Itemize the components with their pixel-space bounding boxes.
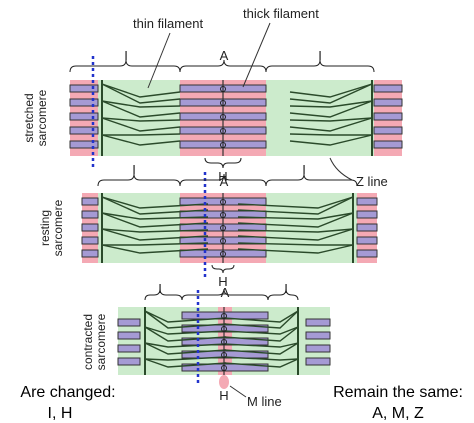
thin-filaments bbox=[101, 83, 373, 146]
side-label-line1: contracted bbox=[81, 314, 95, 370]
m-dots bbox=[220, 86, 226, 148]
m-dots bbox=[220, 199, 226, 257]
h-zone-marker bbox=[219, 375, 229, 389]
a-band-label: A bbox=[220, 48, 229, 63]
changed-title: Are changed: bbox=[20, 384, 115, 401]
i-band-label-right: I bbox=[284, 281, 288, 296]
thick-filament-pointer bbox=[242, 22, 271, 88]
band-brackets bbox=[69, 59, 375, 169]
m-dots bbox=[221, 313, 227, 371]
m-line-label: M line bbox=[247, 394, 282, 409]
i-band-label-right: I bbox=[318, 48, 322, 63]
a-band-label: A bbox=[221, 285, 230, 300]
same-items: A, M, Z bbox=[372, 405, 424, 422]
thick-filament-label: thick filament bbox=[243, 6, 319, 21]
i-band-label-right: I bbox=[302, 162, 306, 177]
band-brackets bbox=[97, 173, 358, 274]
side-label-line2: sarcomere bbox=[94, 313, 108, 370]
side-label-line1: resting bbox=[38, 210, 52, 246]
stretched-sarcomere: I A I H stretched sarcomere bbox=[22, 48, 403, 184]
side-label-line2: sarcomere bbox=[35, 89, 49, 146]
i-band-label-left: I bbox=[158, 281, 162, 296]
i-band-label-left: I bbox=[124, 48, 128, 63]
side-label-line1: stretched bbox=[22, 93, 36, 142]
same-title: Remain the same: bbox=[333, 384, 463, 401]
h-zone-label: H bbox=[218, 274, 227, 289]
h-zone-label: H bbox=[218, 169, 227, 184]
i-band-label-left: I bbox=[132, 162, 136, 177]
m-line-pointer bbox=[229, 385, 247, 398]
contracted-sarcomere: I A I H contracted sarcomere bbox=[81, 281, 331, 403]
thin-filaments bbox=[144, 310, 299, 368]
thin-filaments bbox=[101, 196, 354, 254]
changed-items: I, H bbox=[48, 405, 73, 422]
band-brackets bbox=[144, 288, 299, 301]
z-line-label: Z line bbox=[356, 174, 388, 189]
h-zone-label: H bbox=[219, 388, 228, 403]
a-band-label: A bbox=[220, 174, 229, 189]
thin-filament-label: thin filament bbox=[133, 16, 203, 31]
z-line-pointer bbox=[329, 157, 353, 181]
side-label-line2: sarcomere bbox=[51, 199, 65, 256]
resting-sarcomere: I A I H resting sarcomere bbox=[38, 162, 378, 289]
thin-filament-pointer bbox=[147, 32, 171, 89]
thick-filaments bbox=[117, 311, 331, 372]
